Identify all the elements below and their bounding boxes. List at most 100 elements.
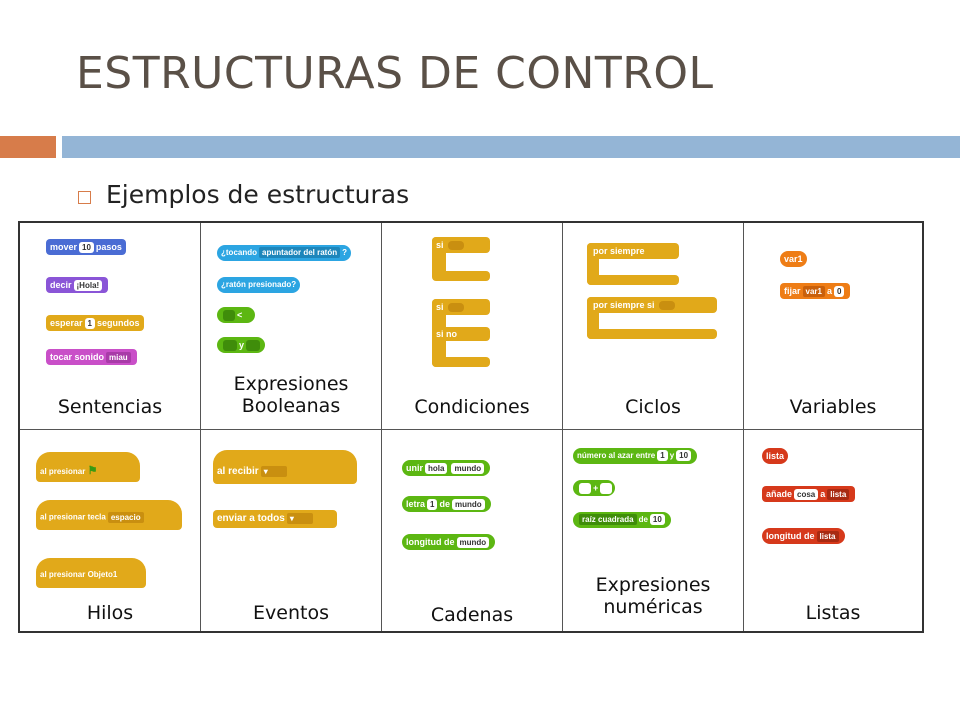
caption-hilos: Hilos (86, 602, 134, 624)
and-label: y (239, 340, 245, 350)
random-label: número al azar entre (577, 451, 656, 460)
touching-label: ¿tocando (221, 248, 257, 257)
variable-name: var1 (784, 254, 803, 264)
touching-dropdown: apuntador del ratón (259, 247, 341, 259)
say-label: decir (50, 280, 72, 290)
receive-label: al recibir (217, 466, 259, 478)
ifelse-if-label: si (436, 302, 444, 312)
add-label: añade (766, 489, 793, 499)
letter-index: 1 (427, 499, 438, 511)
caption-cadenas: Cadenas (430, 604, 514, 626)
bullet-square-icon (78, 191, 91, 204)
forever-if-block-bottom (587, 329, 717, 339)
else-label-wrap: si no (432, 326, 461, 342)
else-label: si no (436, 329, 458, 339)
caption-numericas-line1: Expresiones (595, 574, 711, 596)
ifelse-label-wrap: si (432, 299, 468, 315)
cell-eventos: al recibir▾ enviar a todos▾ Eventos (201, 430, 382, 631)
if-label-wrap: si (432, 237, 468, 253)
sound-dropdown: miau (106, 352, 131, 364)
and-slot-right (246, 340, 261, 352)
forever-block-arm (587, 243, 599, 285)
say-block: decir¡Hola! (46, 277, 109, 293)
key-dropdown: espacio (107, 512, 144, 523)
wait-label: esperar (50, 318, 83, 328)
forever-if-label: por siempre si (593, 300, 655, 310)
flag-hat-label: al presionar (40, 467, 86, 476)
set-label: fijar (784, 286, 801, 296)
ifelse-block-bottom (432, 357, 490, 367)
not-label: < (237, 310, 243, 320)
broadcast-dropdown: ▾ (286, 512, 313, 524)
not-slot (223, 310, 235, 322)
list-reporter: lista (762, 448, 789, 464)
letter-of-label: de (439, 499, 450, 509)
add-list-dropdown: lista (827, 489, 850, 501)
list-length-dropdown: lista (816, 531, 839, 543)
random-and-label: y (669, 451, 675, 460)
cell-ciclos: por siempre por siempre si Ciclos (563, 223, 744, 430)
join-label: unir (406, 463, 423, 473)
caption-numericas-line2: numéricas (603, 596, 703, 618)
add-to-label: a (820, 489, 826, 499)
caption-eventos: Eventos (253, 602, 329, 624)
ifelse-condition-slot (447, 303, 464, 313)
caption-ciclos: Ciclos (625, 396, 681, 418)
if-block-arm (432, 237, 446, 279)
bullet-text: Ejemplos de estructuras (106, 180, 410, 209)
move-steps-value: 10 (79, 242, 94, 254)
length-string: mundo (456, 537, 490, 549)
wait-value: 1 (84, 318, 95, 330)
forever-if-block-top (587, 297, 717, 313)
if-label: si (436, 240, 444, 250)
forever-label: por siempre (593, 246, 645, 256)
cell-condiciones: si si si no Condiciones (382, 223, 563, 430)
letter-label: letra (406, 499, 426, 509)
flag-hat-block: al presionar ⚑ (36, 452, 140, 482)
random-to: 10 (676, 450, 692, 462)
letter-string: mundo (451, 499, 485, 511)
receive-hat-block: al recibir▾ (213, 450, 357, 484)
sprite-click-hat-block: al presionar Objeto1 (36, 558, 146, 588)
forever-label-wrap: por siempre (589, 243, 649, 259)
variable-reporter: var1 (780, 251, 807, 267)
caption-booleanas-line1: Expresiones (233, 373, 349, 395)
wait-unit: segundos (96, 318, 140, 328)
mouse-down-label: ¿ratón presionado? (221, 280, 297, 289)
random-from: 1 (657, 450, 668, 462)
forever-block-top (587, 243, 679, 259)
receive-dropdown: ▾ (260, 466, 287, 477)
and-block: y (217, 337, 265, 353)
caption-sentencias: Sentencias (57, 396, 163, 418)
sqrt-dropdown: raíz cuadrada (579, 514, 637, 526)
join-value-2: mundo (451, 463, 485, 475)
sqrt-value: 10 (649, 514, 665, 526)
say-value: ¡Hola! (73, 280, 103, 292)
broadcast-block: enviar a todos▾ (213, 510, 337, 528)
set-to-label: a (826, 286, 832, 296)
slide-title: ESTRUCTURAS DE CONTROL (76, 48, 714, 99)
forever-block-bottom (587, 275, 679, 285)
not-block: < (217, 307, 255, 323)
broadcast-label: enviar a todos (217, 513, 285, 524)
and-slot-left (223, 340, 237, 352)
mouse-down-block: ¿ratón presionado? (217, 277, 301, 293)
caption-listas: Listas (805, 602, 861, 624)
forever-if-label-wrap: por siempre si (589, 297, 679, 313)
